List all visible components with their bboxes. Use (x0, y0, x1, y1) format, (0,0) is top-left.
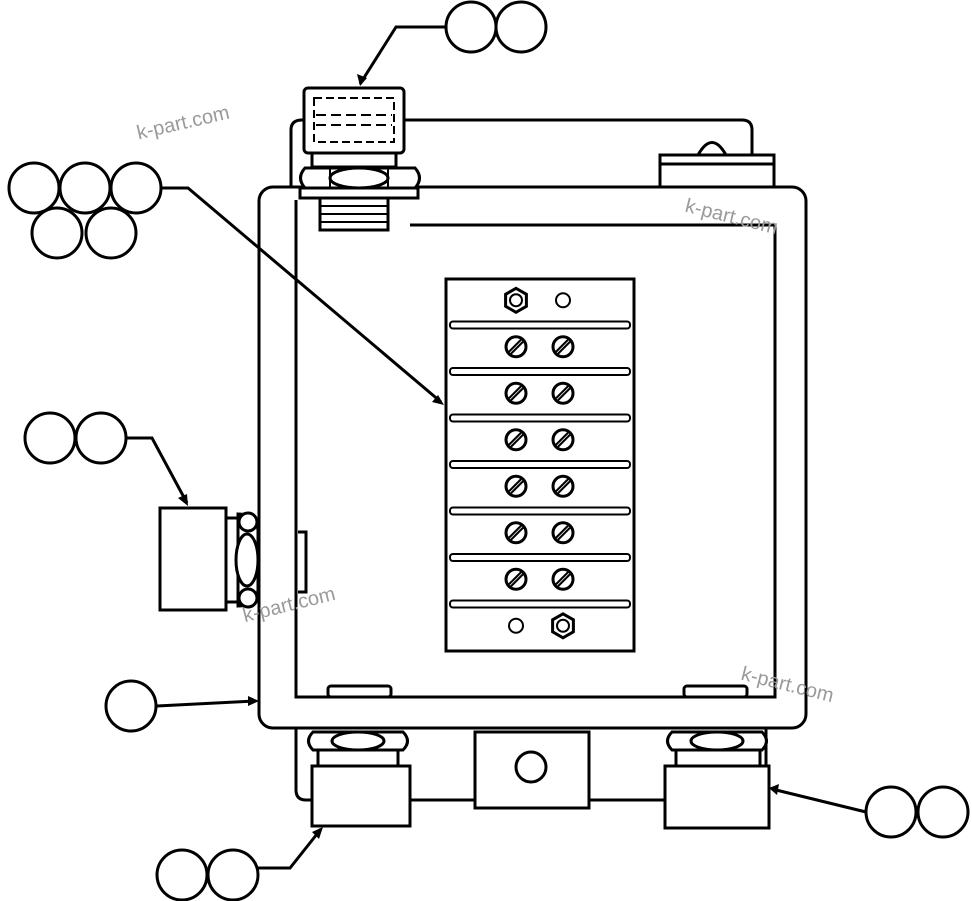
terminal-screw-slot (508, 525, 522, 539)
terminal-screw (551, 474, 575, 498)
callout-bottom-left-connector (155, 848, 260, 901)
terminal-screw-slot (510, 480, 524, 494)
housing (257, 118, 808, 802)
terminal-screw-slot (557, 573, 571, 587)
terminal-screw-slot (557, 387, 571, 401)
bottom-left-connector (307, 730, 412, 828)
terminal-screw (551, 428, 575, 452)
terminal-screw-slot (510, 387, 524, 401)
terminal-screw-slot (510, 573, 524, 587)
terminal-screw-slot (508, 478, 522, 492)
terminal-nut-bore (509, 293, 523, 308)
terminal-screw-slot (508, 385, 522, 399)
callout-bottom-right-connector (864, 785, 970, 839)
terminal-nut-bore (556, 618, 570, 633)
bottom-mount (473, 730, 591, 810)
terminal-screw (551, 521, 575, 545)
leader-lines (127, 25, 867, 870)
terminal-screw (551, 381, 575, 405)
terminal-screw (504, 567, 528, 591)
terminal-divider (449, 413, 631, 423)
terminal-screw-slot (508, 432, 522, 446)
terminal-screw-slot (555, 525, 569, 539)
terminal-screw-slot (508, 339, 522, 353)
terminal-screw (504, 335, 528, 359)
terminal-nut (504, 286, 528, 315)
terminal-screw-slot (555, 385, 569, 399)
terminal-screw-slot (508, 571, 522, 585)
terminal-screw-slot (555, 478, 569, 492)
terminal-divider (449, 320, 631, 330)
terminal-screw (504, 474, 528, 498)
terminal-divider (449, 553, 631, 562)
terminal-hole (508, 617, 524, 634)
side-connector (158, 506, 308, 612)
terminal-nut (551, 612, 575, 640)
terminal-screw-slot (555, 571, 569, 585)
terminal-screw-slot (510, 434, 524, 448)
callout-top-connector (444, 0, 548, 54)
terminal-divider (449, 367, 631, 376)
terminal-screw (504, 521, 528, 545)
terminal-divider (449, 599, 631, 609)
terminal-hole (555, 292, 571, 309)
terminal-divider (449, 460, 631, 469)
terminal-screw-slot (557, 434, 571, 448)
terminal-screw-slot (557, 480, 571, 494)
callout-housing (104, 679, 158, 733)
latch (658, 141, 776, 189)
terminal-divider (449, 506, 631, 516)
bottom-right-connector (663, 730, 771, 830)
terminal-screw-slot (557, 527, 571, 541)
terminal-screw (551, 567, 575, 591)
terminal-screw-slot (510, 341, 524, 355)
terminal-screw (504, 428, 528, 452)
callout-terminal-strip (7, 161, 163, 260)
callout-side-connector (23, 411, 128, 465)
top-connector (298, 86, 421, 232)
terminal-screw-slot (555, 432, 569, 446)
callout-balloons (7, 0, 970, 901)
terminal-screw-slot (557, 341, 571, 355)
terminal-screw (551, 335, 575, 359)
terminal-screw-slot (555, 339, 569, 353)
terminal-screw-slot (510, 527, 524, 541)
terminal-strip (444, 277, 636, 653)
terminal-screw (504, 381, 528, 405)
